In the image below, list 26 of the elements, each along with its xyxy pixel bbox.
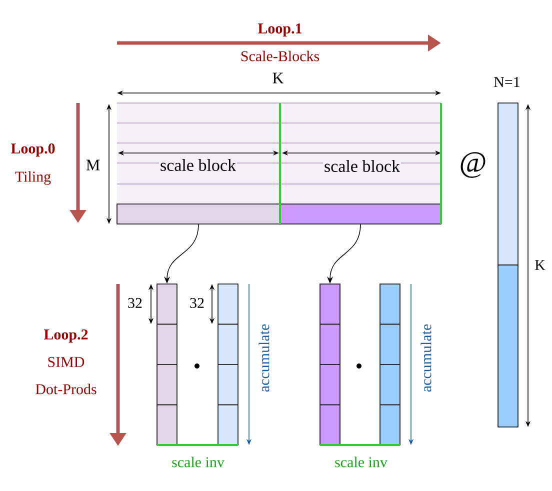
block-strip [280, 204, 442, 224]
accumulate-label: accumulate [420, 324, 432, 392]
dimension-label: 32 [128, 298, 142, 308]
loop-label: Tiling [15, 171, 51, 185]
vector-column [218, 284, 238, 446]
dimension-label: 32 [190, 298, 204, 308]
loop-label: Scale-Blocks [241, 50, 320, 62]
vector-column [380, 284, 400, 446]
loop-label: Dot-Prods [36, 384, 96, 394]
dimension-label: M [86, 160, 100, 170]
block-label: scale block [159, 158, 237, 172]
loop-label: Loop.1 [258, 23, 302, 37]
loop-label: Loop.2 [44, 329, 88, 343]
scale-label: scale inv [172, 456, 224, 468]
loop-label: Loop.0 [10, 143, 55, 157]
scale-label: scale inv [335, 456, 388, 468]
block-strip [116, 204, 280, 224]
vector-column [156, 284, 178, 446]
accumulate-label: accumulate [258, 324, 270, 392]
operator-symbol: @ [460, 152, 486, 178]
loop-label: SIMD [48, 356, 84, 368]
vector-column [320, 284, 340, 446]
block-label: scale block [323, 159, 401, 173]
dimension-label: K [272, 72, 284, 84]
vector-label: N=1 [494, 77, 520, 87]
dimension-label: K [535, 260, 546, 270]
